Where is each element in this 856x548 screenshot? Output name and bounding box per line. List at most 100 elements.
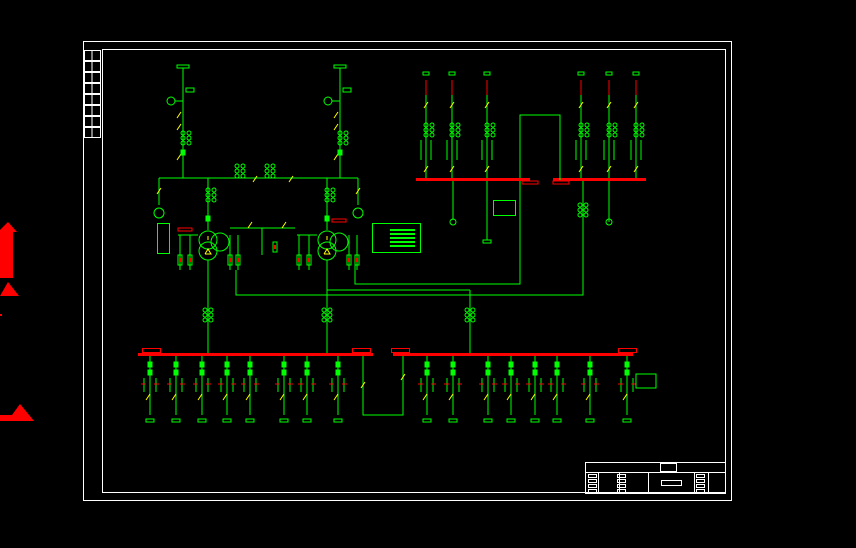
- ct-icon: [429, 127, 435, 133]
- legend-text-mark: [390, 237, 415, 239]
- ct-icon: [583, 202, 589, 208]
- switch-icon: [423, 101, 429, 109]
- fuse-icon: [296, 254, 302, 266]
- ucs-dot: [0, 314, 2, 316]
- ucs-triangle-icon: [0, 282, 19, 296]
- switch-icon: [449, 165, 455, 173]
- ct-icon: [270, 168, 276, 174]
- switch-icon: [422, 393, 428, 401]
- ct-icon: [240, 173, 246, 179]
- bus-label-tag: [142, 348, 161, 353]
- switch-icon: [585, 393, 591, 401]
- feeder-terminal: [483, 418, 493, 423]
- ct-icon: [578, 122, 584, 128]
- fuse-icon: [354, 254, 360, 266]
- ct-icon: [330, 187, 336, 193]
- ct-icon: [470, 312, 476, 318]
- breaker-icon: [224, 361, 230, 368]
- title-block: [585, 462, 726, 494]
- pt-icon: [449, 218, 457, 226]
- feeder-terminal: [422, 418, 432, 423]
- title-block-body: [585, 472, 726, 494]
- switch-icon: [578, 165, 584, 173]
- title-block-cell: [588, 489, 597, 493]
- breaker-icon: [508, 361, 514, 368]
- switch-icon: [484, 165, 490, 173]
- ct-icon: [180, 130, 186, 136]
- switch-icon: [355, 187, 361, 195]
- breaker-icon: [147, 369, 153, 376]
- ct-icon: [234, 168, 240, 174]
- fuse-icon: [272, 241, 278, 253]
- feeder-terminal: [448, 71, 456, 76]
- note-box: [493, 200, 516, 216]
- bus-label-tag: [391, 348, 410, 353]
- ucs-nav-markers: [0, 222, 34, 421]
- ct-icon: [211, 192, 217, 198]
- ct-icon: [455, 127, 461, 133]
- bus-tie-loop: [519, 114, 561, 180]
- switch-icon: [176, 111, 182, 119]
- delta-icon: [323, 248, 331, 255]
- ct-icon: [639, 122, 645, 128]
- switch-icon: [333, 153, 339, 161]
- switch-icon: [622, 393, 628, 401]
- ct-icon: [208, 307, 214, 313]
- title-block-cell: [588, 474, 597, 478]
- fuse-mark: [229, 258, 231, 262]
- pt-icon: [153, 207, 165, 219]
- fuse-icon: [227, 254, 233, 266]
- feeder-terminal: [145, 418, 155, 423]
- wire: [326, 280, 470, 291]
- ct-icon: [449, 132, 455, 138]
- ct-icon: [583, 212, 589, 218]
- ct-icon: [208, 312, 214, 318]
- ct-icon: [270, 163, 276, 169]
- switch-icon: [606, 165, 612, 173]
- feeder-terminal: [530, 418, 540, 423]
- transformer-winding-icon: [210, 232, 230, 252]
- fuse-icon: [187, 254, 193, 266]
- ct-icon: [639, 127, 645, 133]
- title-block-cell: [696, 479, 705, 483]
- ct-icon: [327, 312, 333, 318]
- ct-icon: [612, 132, 618, 138]
- ct-icon: [584, 122, 590, 128]
- hv-section: [153, 64, 584, 355]
- surge-arrester-icon: [342, 87, 352, 93]
- legend-box: [372, 223, 421, 253]
- switch-icon: [606, 101, 612, 109]
- aux-bus-right: [553, 178, 646, 181]
- lv-bus-section: [138, 348, 657, 423]
- switch-icon: [448, 393, 454, 401]
- ct-icon: [205, 187, 211, 193]
- title-block-cell: [617, 479, 626, 483]
- switch-icon: [252, 175, 258, 183]
- switch-icon: [400, 373, 406, 381]
- switch-icon: [171, 393, 177, 401]
- surge-arrester-icon: [185, 87, 195, 93]
- bus-label-tag: [352, 348, 371, 353]
- transformer-winding-icon: [317, 241, 337, 261]
- ct-icon: [470, 307, 476, 313]
- bus-label-tag: [618, 348, 637, 353]
- ct-icon: [202, 317, 208, 323]
- red-tag: [552, 180, 570, 185]
- ct-icon: [423, 122, 429, 128]
- ct-icon: [337, 135, 343, 141]
- switch-icon: [484, 101, 490, 109]
- switch-icon: [530, 393, 536, 401]
- ct-icon: [612, 122, 618, 128]
- ct-icon: [606, 127, 612, 133]
- pt-icon: [323, 96, 333, 106]
- ct-icon: [186, 135, 192, 141]
- incomer-terminal: [176, 64, 190, 69]
- ct-icon: [484, 127, 490, 133]
- switch-icon: [449, 101, 455, 109]
- ct-icon: [490, 132, 496, 138]
- fuse-mark: [274, 245, 276, 249]
- legend-text-mark: [390, 229, 415, 231]
- ct-icon: [264, 163, 270, 169]
- feeder-terminal: [482, 239, 492, 244]
